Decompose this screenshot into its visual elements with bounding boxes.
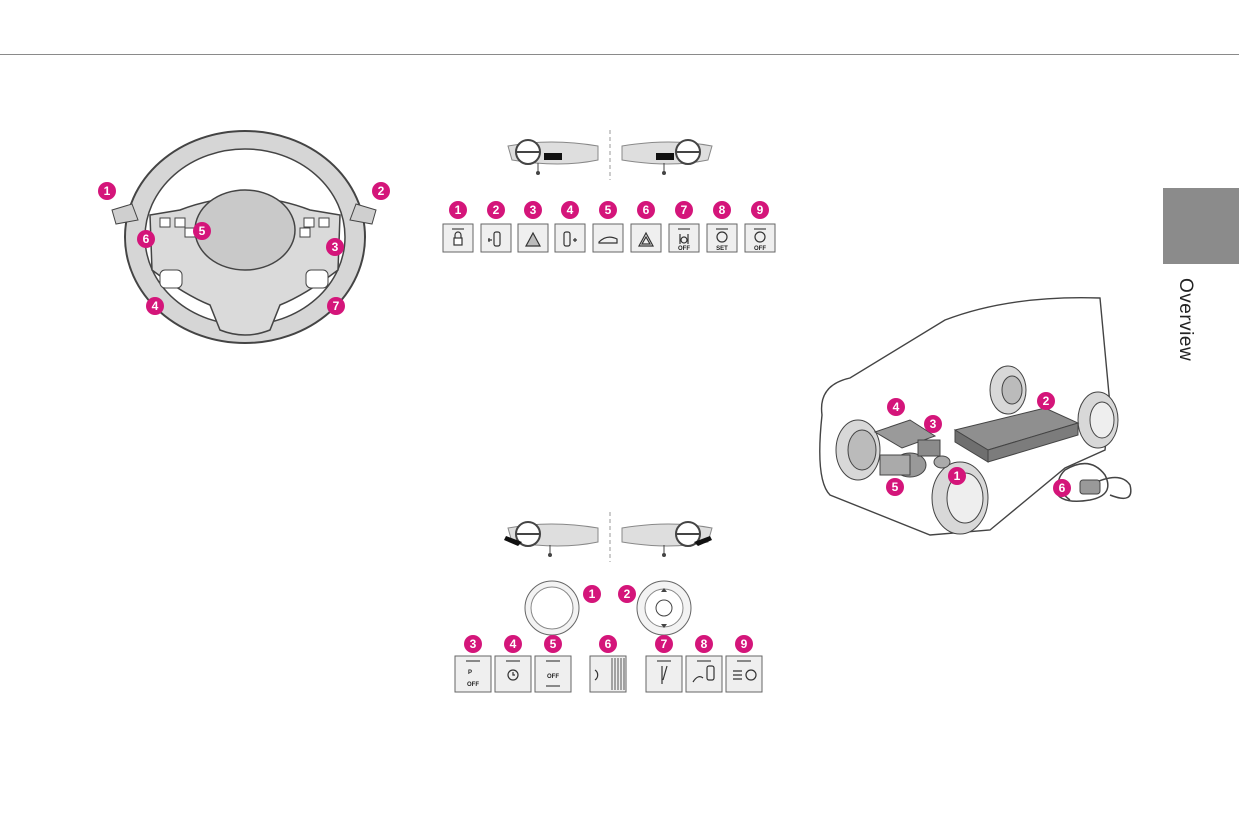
wheel-callout-2: 2 [378, 184, 385, 198]
lower-callout-6: 6 [605, 637, 612, 651]
lower-callout-1: 1 [589, 587, 596, 601]
wheel-callouts: 1 2 3 4 5 6 7 [98, 182, 390, 315]
upper-callout-2: 2 [493, 203, 500, 217]
upper-callout-8: 8 [719, 203, 726, 217]
vehicle-callout-6: 6 [1059, 481, 1066, 495]
lower-b3-caption-bottom: OFF [467, 682, 479, 688]
chapter-label-text: Overview [1175, 278, 1196, 362]
wheel-callout-7: 7 [333, 299, 340, 313]
lower-callout-4: 4 [510, 637, 517, 651]
vehicle-callout-1: 1 [954, 469, 961, 483]
upper-callout-4: 4 [567, 203, 574, 217]
wheel-callout-5: 5 [199, 224, 206, 238]
lower-callout-7: 7 [661, 637, 668, 651]
vehicle-callout-4: 4 [893, 400, 900, 414]
lower-callout-9: 9 [741, 637, 748, 651]
chapter-tab [1163, 188, 1239, 264]
lower-callout-5: 5 [550, 637, 557, 651]
upper-dash-locator [507, 130, 713, 180]
lower-callout-2: 2 [624, 587, 631, 601]
lower-b5-caption: OFF [547, 674, 559, 680]
vehicle-callout-3: 3 [930, 417, 937, 431]
upper-button-strip: 1 2 3 4 5 6 7 8 9 OFF SET OFF [442, 201, 776, 253]
upper-callout-3: 3 [530, 203, 537, 217]
top-rule [0, 54, 1239, 55]
vehicle-cutaway-diagram: 1 2 3 4 5 6 [819, 297, 1132, 536]
lower-callout-8: 8 [701, 637, 708, 651]
upper-callout-9: 9 [757, 203, 764, 217]
vehicle-callout-2: 2 [1043, 394, 1050, 408]
vehicle-callout-5: 5 [892, 480, 899, 494]
lower-b3-caption-top: P [468, 670, 472, 676]
upper-callout-6: 6 [643, 203, 650, 217]
upper-b7-caption: OFF [678, 246, 690, 252]
wheel-callout-4: 4 [152, 299, 159, 313]
upper-callout-1: 1 [455, 203, 462, 217]
wheel-callout-3: 3 [332, 240, 339, 254]
wheel-callout-6: 6 [143, 232, 150, 246]
chapter-label: Overview [1166, 278, 1206, 388]
lower-button-strip: 1 2 3 4 5 6 7 8 9 P OFF OFF [454, 580, 763, 693]
upper-callout-7: 7 [681, 203, 688, 217]
upper-b9-caption: OFF [754, 246, 766, 252]
lower-callout-3: 3 [470, 637, 477, 651]
wheel-callout-1: 1 [104, 184, 111, 198]
steering-wheel-diagram: 1 2 3 4 5 6 7 [98, 130, 390, 344]
upper-callout-5: 5 [605, 203, 612, 217]
lower-dash-locator [504, 512, 713, 562]
upper-b8-caption: SET [716, 246, 728, 252]
